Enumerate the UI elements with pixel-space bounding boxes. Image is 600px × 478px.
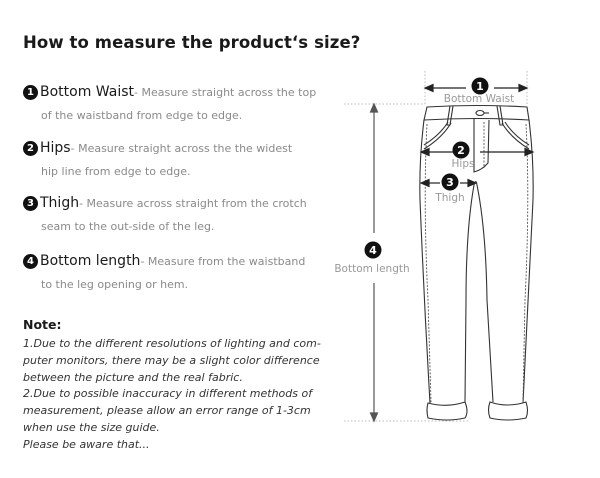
- item-desc-cont: to the leg opening or hem.: [41, 278, 189, 291]
- label-thigh: Thigh: [434, 192, 464, 204]
- diagram-badge-length: 4: [364, 241, 382, 259]
- note-body: 1.Due to the different resolutions of li…: [23, 336, 323, 454]
- diagram-badge-hips: 2: [452, 141, 470, 159]
- item-desc: - Measure straight across the the widest: [70, 141, 293, 155]
- note-line: when use the size guide.: [23, 420, 160, 434]
- item-name: Hips: [40, 140, 71, 156]
- note-line: puter monitors, there may be a slight co…: [23, 353, 320, 367]
- item-name: Bottom length: [40, 253, 141, 269]
- label-bottom-length: Bottom length: [334, 263, 409, 275]
- label-bottom-waist: Bottom Waist: [444, 93, 515, 105]
- svg-text:2: 2: [457, 144, 465, 157]
- item-desc-cont: seam to the out-side of the leg.: [41, 220, 215, 233]
- diagram-badge-waist: 1: [471, 77, 489, 95]
- item-desc-cont: of the waistband from edge to edge.: [41, 109, 243, 122]
- measure-item-bottom-waist: 1 Bottom Waist - Measure straight across…: [23, 81, 343, 122]
- note-line: 1.Due to the different resolutions of li…: [23, 337, 321, 350]
- item-desc: - Measure from the waistband: [140, 254, 306, 268]
- page-title: How to measure the product‘s size?: [23, 33, 361, 52]
- number-badge: 3: [23, 195, 38, 211]
- svg-text:1: 1: [476, 80, 484, 93]
- note-line: measurement, please allow an error range…: [23, 404, 311, 418]
- note-title: Note:: [23, 317, 62, 332]
- label-hips: Hips: [452, 158, 475, 170]
- diagram-badge-thigh: 3: [441, 173, 459, 191]
- svg-text:4: 4: [369, 244, 377, 257]
- item-desc: - Measure straight across the top: [134, 85, 317, 99]
- length-arrow: [369, 102, 379, 423]
- note-line: 2.Due to possible inaccuracy in differen…: [23, 387, 313, 401]
- svg-text:3: 3: [446, 176, 454, 189]
- seam-lines: [424, 122, 529, 403]
- measure-item-hips: 2 Hips - Measure straight across the the…: [23, 137, 343, 178]
- note-line: Please be aware that...: [23, 437, 150, 451]
- note-line: between the picture and the real fabric.: [23, 370, 243, 384]
- item-desc: - Measure across straight from the crotc…: [79, 196, 307, 210]
- number-badge: 4: [23, 253, 38, 269]
- item-name: Thigh: [40, 195, 80, 211]
- number-badge: 2: [23, 140, 38, 156]
- measure-item-bottom-length: 4 Bottom length - Measure from the waist…: [23, 250, 343, 291]
- pants-outline: [419, 104, 534, 421]
- item-name: Bottom Waist: [40, 84, 135, 100]
- measure-item-thigh: 3 Thigh - Measure across straight from t…: [23, 192, 343, 233]
- number-badge: 1: [23, 84, 38, 100]
- item-desc-cont: hip line from edge to edge.: [41, 165, 191, 178]
